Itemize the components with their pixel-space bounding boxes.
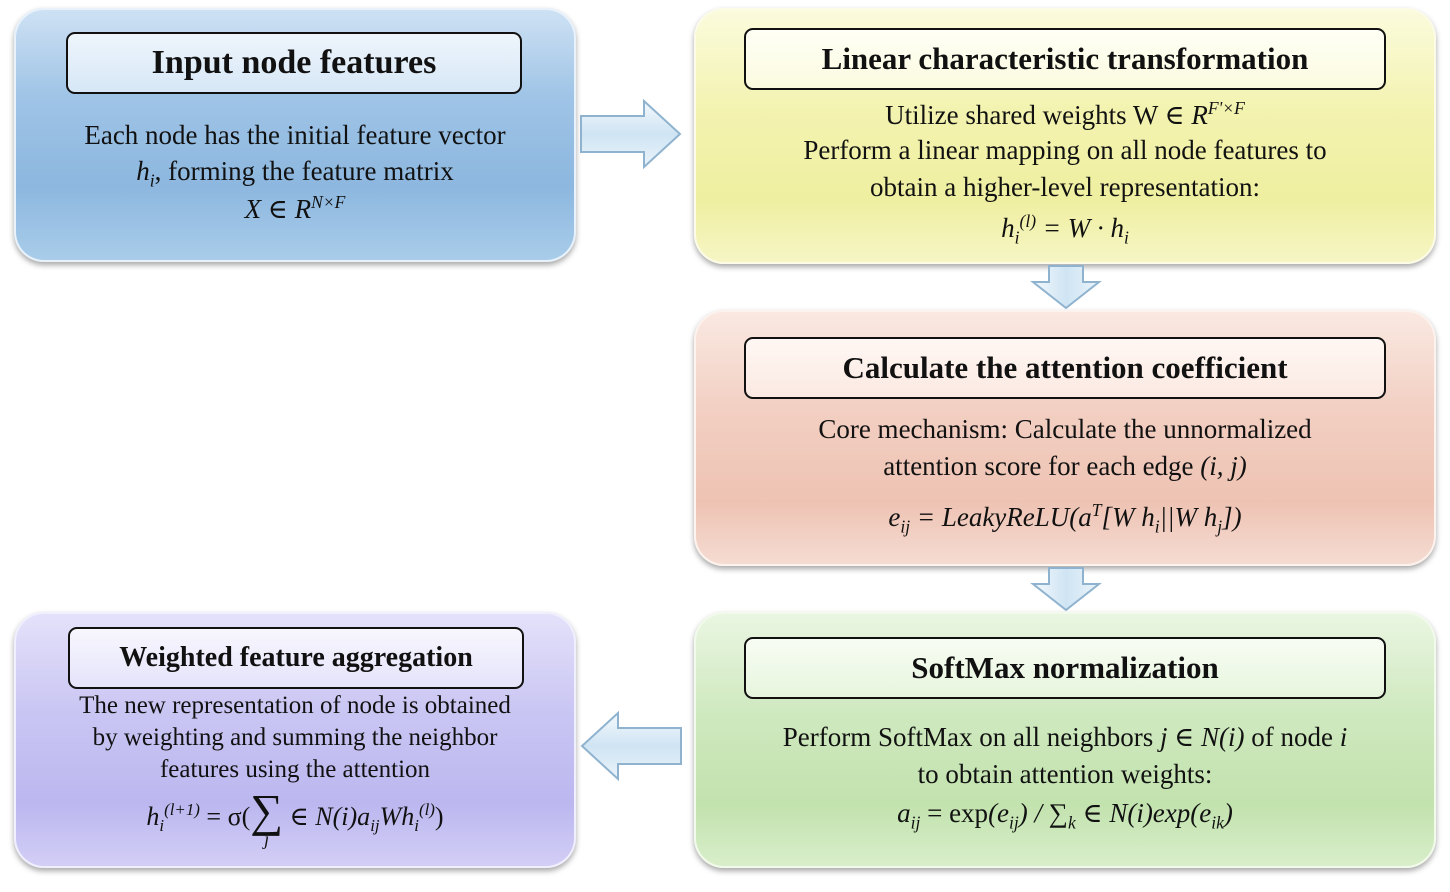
box-title: Input node features	[66, 32, 522, 94]
box-text-line: to obtain attention weights:	[917, 759, 1213, 789]
box-text-line: Perform SoftMax on all neighbors j ∈ N(i…	[782, 722, 1348, 752]
box-title: Weighted feature aggregation	[68, 627, 524, 689]
box-text-line: features using the attention	[159, 756, 431, 783]
formula: X ∈ RN×F	[244, 192, 346, 224]
down-arrow-icon	[1030, 567, 1102, 612]
attention-coefficient-box: Calculate the attention coefficient Core…	[694, 310, 1436, 566]
right-arrow-icon	[580, 98, 682, 170]
formula: aij = exp(eij) / ∑k ∈ N(i)exp(eik)	[897, 798, 1233, 833]
box-text-line: obtain a higher-level representation:	[869, 172, 1261, 202]
softmax-normalization-box: SoftMax normalization Perform SoftMax on…	[694, 612, 1436, 868]
box-text-line: Utilize shared weights W ∈ RF'×F	[885, 98, 1245, 130]
linear-transformation-box: Linear characteristic transformation Uti…	[694, 8, 1436, 264]
box-title: Linear characteristic transformation	[744, 28, 1386, 90]
formula: hi(l+1) = σ(∑j ∈ N(i)aijWhi(l))	[146, 785, 444, 850]
box-text-line: Core mechanism: Calculate the unnormaliz…	[818, 414, 1312, 444]
box-text-line: attention score for each edge (i, j)	[883, 451, 1247, 481]
formula: hi(l) = W · hi	[1001, 211, 1129, 248]
left-arrow-icon	[580, 710, 682, 782]
weighted-aggregation-box: Weighted feature aggregation The new rep…	[14, 612, 576, 868]
box-text-line: Each node has the initial feature vector	[84, 120, 506, 150]
box-title: SoftMax normalization	[744, 637, 1386, 699]
down-arrow-icon	[1030, 265, 1102, 310]
box-title: Calculate the attention coefficient	[744, 337, 1386, 399]
box-text-line: The new representation of node is obtain…	[79, 692, 511, 719]
input-node-features-box: Input node features Each node has the in…	[14, 8, 576, 262]
formula: eij = LeakyReLU(aT[W hi||W hj])	[888, 500, 1242, 537]
box-text-line: by weighting and summing the neighbor	[92, 724, 498, 751]
box-text-line: hi, forming the feature matrix	[136, 156, 454, 191]
box-text-line: Perform a linear mapping on all node fea…	[803, 135, 1327, 165]
